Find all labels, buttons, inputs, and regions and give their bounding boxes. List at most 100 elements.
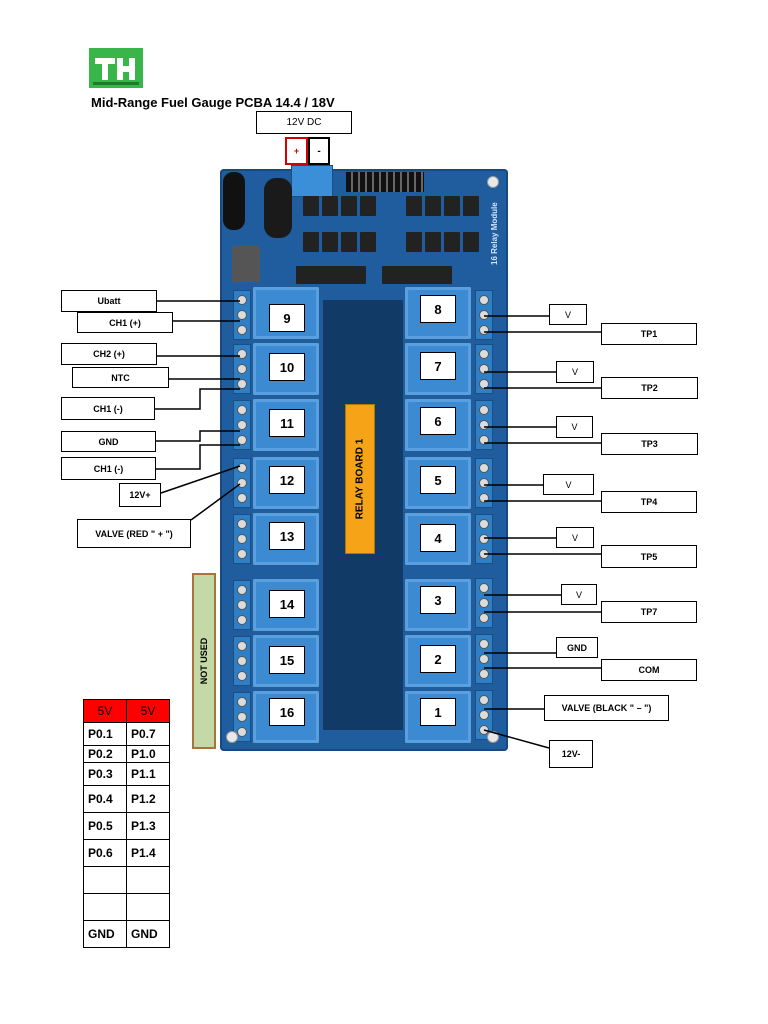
voltage-regulator (232, 246, 260, 282)
relay-5 (404, 456, 472, 510)
pin-cell: P0.4 (83, 785, 127, 813)
label-valve-black: VALVE (BLACK " – ") (544, 695, 669, 721)
screw-terminal (233, 458, 251, 508)
power-label: 12V DC (256, 111, 352, 134)
pin-table-header: 5V 5V (83, 699, 170, 723)
capacitor-2 (264, 178, 292, 238)
relay-number: 8 (420, 295, 456, 323)
pin-cell: P1.4 (126, 839, 170, 867)
label-ch1-plus: CH1 (+) (77, 312, 173, 333)
pin-cell: GND (126, 920, 170, 948)
screw-terminal (475, 290, 493, 340)
label-ntc: NTC (72, 367, 169, 388)
relay-number: 11 (269, 409, 305, 437)
power-plus-terminal: + (285, 137, 308, 165)
pin-table-row (83, 866, 170, 894)
label-v: V (543, 474, 594, 495)
label-v: V (556, 416, 593, 438)
relay-number: 7 (420, 352, 456, 380)
not-used-label: NOT USED (192, 573, 216, 749)
screw-terminal (475, 514, 493, 564)
optocoupler (303, 196, 319, 216)
relay-number: 12 (269, 466, 305, 494)
mounting-hole (487, 176, 499, 188)
blue-terminal-block (291, 165, 333, 197)
relay-number: 6 (420, 407, 456, 435)
optocoupler (341, 196, 357, 216)
optocoupler (463, 196, 479, 216)
driver-ic (296, 266, 366, 284)
pin-cell (83, 866, 127, 894)
label-com: COM (601, 659, 697, 681)
label-12v-plus: 12V+ (119, 483, 161, 507)
pin-cell: P0.2 (83, 745, 127, 763)
pin-cell: P1.3 (126, 812, 170, 840)
relay-board-label-text: RELAY BOARD 1 (354, 438, 366, 520)
relay-number: 13 (269, 522, 305, 550)
label-gnd-right: GND (556, 637, 598, 658)
pin-cell: GND (83, 920, 127, 948)
relay-number: 2 (420, 645, 456, 673)
optocoupler (406, 232, 422, 252)
screw-terminal (475, 458, 493, 508)
label-gnd: GND (61, 431, 156, 452)
label-v: V (561, 584, 597, 605)
relay-number: 14 (269, 590, 305, 618)
pin-cell: P0.3 (83, 762, 127, 786)
label-tp2: TP2 (601, 377, 698, 399)
label-tp3: TP3 (601, 433, 698, 455)
optocoupler (406, 196, 422, 216)
screw-terminal (233, 636, 251, 686)
pin-cell (126, 893, 170, 921)
screw-terminal (233, 692, 251, 742)
screw-terminal (475, 634, 493, 684)
screw-terminal (233, 344, 251, 394)
label-valve-red: VALVE (RED " + ") (77, 519, 191, 548)
pin-cell: P1.2 (126, 785, 170, 813)
label-tp5: TP5 (601, 545, 697, 568)
screw-terminal (233, 290, 251, 340)
optocoupler (463, 232, 479, 252)
screw-terminal (233, 580, 251, 630)
optocoupler (425, 196, 441, 216)
screw-terminal (233, 514, 251, 564)
pin-table-header-cell: 5V (83, 699, 127, 723)
relay-number: 1 (420, 698, 456, 726)
label-v: V (549, 304, 587, 325)
label-tp4: TP4 (601, 491, 697, 513)
board-side-text: 16 Relay Module (490, 202, 499, 265)
logo-icon (93, 58, 139, 85)
relay-number: 5 (420, 466, 456, 494)
optocoupler (341, 232, 357, 252)
power-minus-terminal: - (308, 137, 330, 165)
pin-cell: P0.1 (83, 722, 127, 746)
driver-ic (382, 266, 452, 284)
mounting-hole (487, 731, 499, 743)
label-v: V (556, 527, 594, 548)
screw-terminal (475, 578, 493, 628)
label-tp1: TP1 (601, 323, 697, 345)
optocoupler (322, 232, 338, 252)
optocoupler (444, 196, 460, 216)
relay-number: 15 (269, 646, 305, 674)
not-used-text: NOT USED (199, 637, 209, 685)
screw-terminal (475, 400, 493, 450)
capacitor (223, 172, 245, 230)
optocoupler (425, 232, 441, 252)
pin-cell: P1.1 (126, 762, 170, 786)
pin-cell: P0.7 (126, 722, 170, 746)
pin-header (346, 172, 424, 192)
optocoupler (360, 196, 376, 216)
pin-cell: P0.6 (83, 839, 127, 867)
pin-cell (126, 866, 170, 894)
pin-cell: P0.5 (83, 812, 127, 840)
optocoupler (360, 232, 376, 252)
label-v: V (556, 361, 594, 383)
relay-number: 3 (420, 586, 456, 614)
screw-terminal (475, 344, 493, 394)
